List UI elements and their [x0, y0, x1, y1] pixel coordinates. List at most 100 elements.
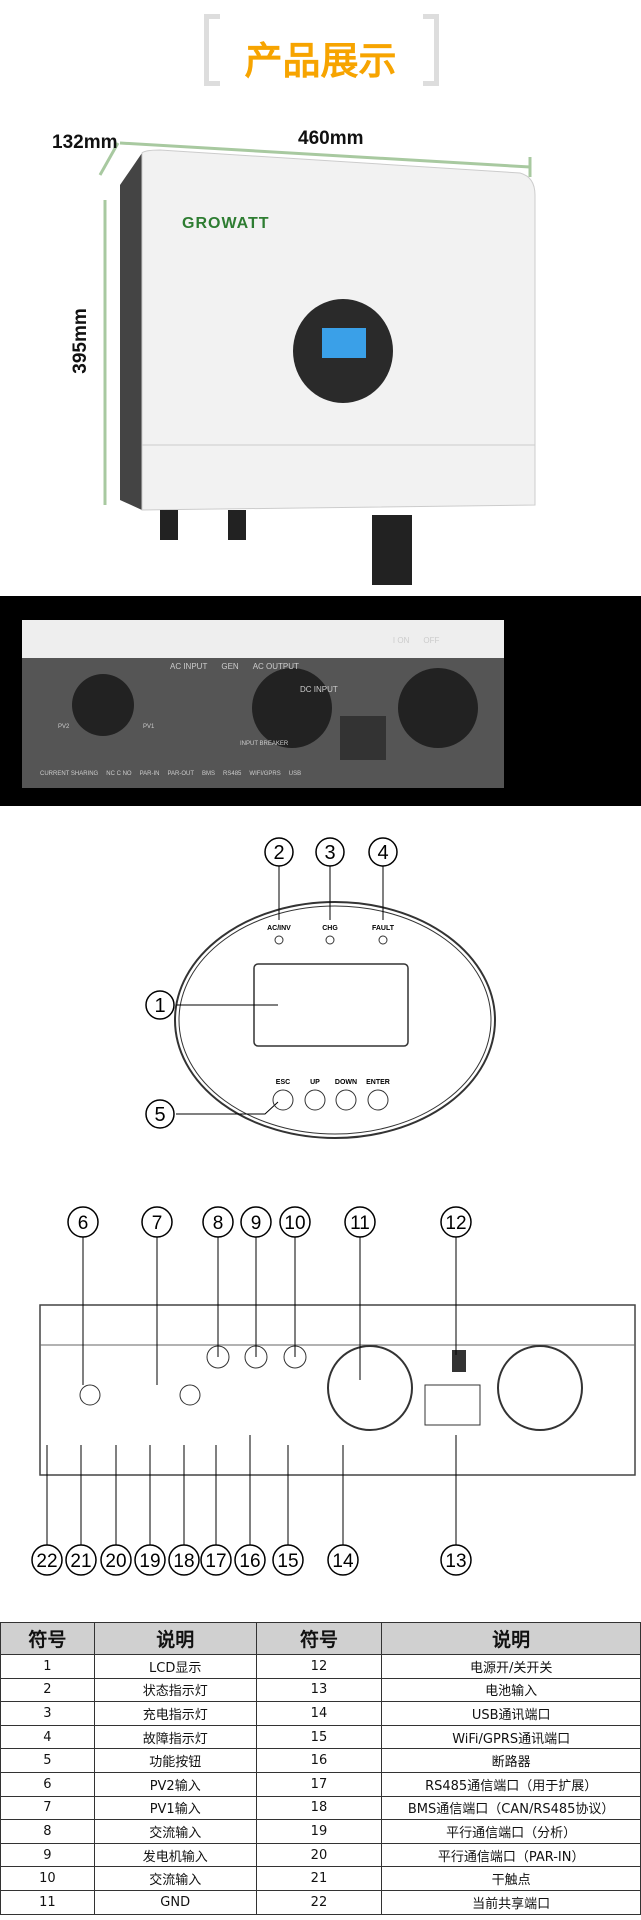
symbol-cell: 2: [0, 1677, 95, 1703]
desc-cell: 电池输入: [381, 1677, 641, 1703]
desc-cell: 干触点: [381, 1866, 641, 1891]
symbol-cell: 20: [255, 1842, 383, 1868]
rear-label: PAR-IN: [139, 771, 160, 777]
callout-2: 2: [273, 842, 284, 864]
desc-cell: BMS通信端口（CAN/RS485协议）: [381, 1795, 641, 1821]
callout-20: 20: [105, 1551, 126, 1572]
rear-label: PV1: [143, 724, 155, 730]
symbol-cell: 6: [0, 1771, 95, 1797]
desc-cell: 电源开/关开关: [381, 1654, 641, 1679]
callout-16: 16: [239, 1551, 260, 1572]
desc-cell: 故障指示灯: [93, 1724, 257, 1750]
symbol-cell: 3: [0, 1701, 95, 1726]
bracket-right: [423, 14, 439, 86]
desc-cell: PV2输入: [93, 1771, 257, 1797]
button-label-esc: ESC: [276, 1079, 290, 1086]
col-header-symbol: 符号: [0, 1622, 95, 1655]
symbol-cell: 22: [255, 1889, 383, 1915]
brand-logo: GROWATT: [182, 215, 270, 232]
symbol-cell: 14: [255, 1701, 383, 1726]
rear-label: OFF: [423, 636, 440, 645]
symbol-cell: 21: [255, 1866, 383, 1891]
callout-5: 5: [154, 1104, 165, 1126]
symbol-cell: 15: [255, 1724, 383, 1750]
desc-cell: 断路器: [381, 1748, 641, 1773]
symbol-cell: 9: [0, 1842, 95, 1868]
rear-label: GEN: [221, 662, 239, 671]
led-label: AC/INV: [267, 925, 291, 932]
rear-label: USB: [288, 771, 302, 777]
desc-cell: 交流输入: [93, 1819, 257, 1844]
callout-8: 8: [213, 1213, 224, 1234]
callout-22: 22: [36, 1551, 57, 1572]
rear-label: INPUT BREAKER: [240, 741, 289, 747]
symbol-cell: 13: [255, 1677, 383, 1703]
rear-label: NC C NO: [106, 771, 132, 777]
rear-label: DC INPUT: [300, 685, 338, 694]
callout-17: 17: [205, 1551, 226, 1572]
desc-cell: 平行通信端口（PAR-IN）: [381, 1842, 641, 1868]
width-label: 460mm: [298, 128, 364, 149]
symbol-cell: 5: [0, 1748, 95, 1773]
desc-cell: 状态指示灯: [93, 1677, 257, 1703]
callout-7: 7: [152, 1213, 163, 1234]
callout-21: 21: [70, 1551, 91, 1572]
callout-11: 11: [350, 1213, 370, 1234]
depth-label: 132mm: [52, 132, 118, 153]
callout-15: 15: [277, 1551, 298, 1572]
symbol-cell: 17: [255, 1771, 383, 1797]
desc-cell: 当前共享端口: [381, 1889, 641, 1915]
page-title: 产品展示: [244, 39, 397, 83]
rear-label: PAR-OUT: [167, 771, 195, 777]
rear-photo: AC INPUT GEN AC OUTPUT I ON OFF DC INPUT…: [0, 596, 641, 806]
symbol-cell: 16: [255, 1748, 383, 1773]
symbol-cell: 18: [255, 1795, 383, 1821]
desc-cell: GND: [93, 1889, 257, 1915]
callout-14: 14: [332, 1551, 354, 1572]
symbol-cell: 4: [0, 1724, 95, 1750]
product-front-photo: [98, 141, 536, 585]
desc-cell: WiFi/GPRS通讯端口: [381, 1724, 641, 1750]
symbol-cell: 10: [0, 1866, 95, 1891]
rear-label: BMS: [202, 771, 216, 777]
callout-10: 10: [284, 1213, 305, 1234]
desc-cell: 充电指示灯: [93, 1701, 257, 1726]
desc-cell: RS485通信端口（用于扩展）: [381, 1771, 641, 1797]
col-header-desc: 说明: [93, 1622, 257, 1655]
callout-6: 6: [78, 1213, 89, 1234]
led-label: FAULT: [372, 925, 395, 932]
rear-label: AC OUTPUT: [252, 662, 299, 671]
symbol-cell: 19: [255, 1819, 383, 1844]
callout-19: 19: [139, 1551, 160, 1572]
callout-3: 3: [324, 842, 335, 864]
desc-cell: 功能按钮: [93, 1748, 257, 1773]
rear-label: RS485: [223, 771, 242, 777]
bracket-left: [204, 14, 220, 86]
callout-13: 13: [445, 1551, 466, 1572]
symbol-cell: 8: [0, 1819, 95, 1844]
symbol-cell: 1: [0, 1654, 95, 1679]
rear-label: CURRENT SHARING: [40, 771, 99, 777]
rear-label: PV2: [58, 724, 70, 730]
desc-cell: USB通讯端口: [381, 1701, 641, 1726]
col-header-desc: 说明: [381, 1622, 641, 1655]
desc-cell: PV1输入: [93, 1795, 257, 1821]
symbol-cell: 7: [0, 1795, 95, 1821]
symbol-cell: 12: [255, 1654, 383, 1679]
rear-label: WIFI/GPRS: [249, 771, 281, 777]
button-label-down: DOWN: [335, 1079, 357, 1086]
callout-9: 9: [251, 1213, 262, 1234]
desc-cell: 交流输入: [93, 1866, 257, 1891]
